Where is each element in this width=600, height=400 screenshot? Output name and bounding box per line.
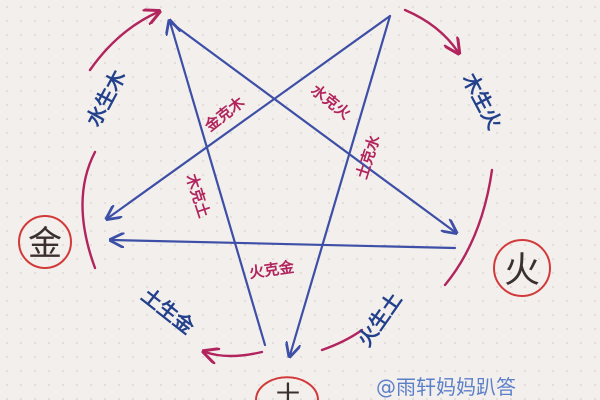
- overcoming-star: [108, 14, 457, 355]
- arc-bottom-right: [320, 328, 364, 352]
- arc-top-left: [88, 12, 158, 72]
- metal-circle: [18, 215, 72, 269]
- metal-glyph: 金: [28, 224, 62, 264]
- watermark-text: @雨轩妈妈趴答: [376, 375, 516, 399]
- earth-glyph: 土: [274, 380, 302, 400]
- fire-glyph: 火: [504, 250, 540, 291]
- arc-top-right: [403, 8, 458, 52]
- generating-cycle-arcs: [81, 8, 494, 356]
- star-line-5: [112, 240, 457, 250]
- star-line-1: [170, 22, 267, 347]
- arc-bottom-left: [205, 352, 264, 356]
- star-line-4: [168, 20, 455, 232]
- element-metal: 金: [18, 215, 72, 269]
- arc-right: [443, 168, 494, 287]
- fire-circle: [493, 239, 551, 297]
- earth-circle: [255, 376, 319, 400]
- element-earth: 土: [255, 376, 319, 400]
- star-line-2: [290, 14, 392, 355]
- arc-left: [81, 150, 97, 270]
- element-fire: 火: [493, 239, 551, 297]
- star-line-3: [108, 14, 392, 218]
